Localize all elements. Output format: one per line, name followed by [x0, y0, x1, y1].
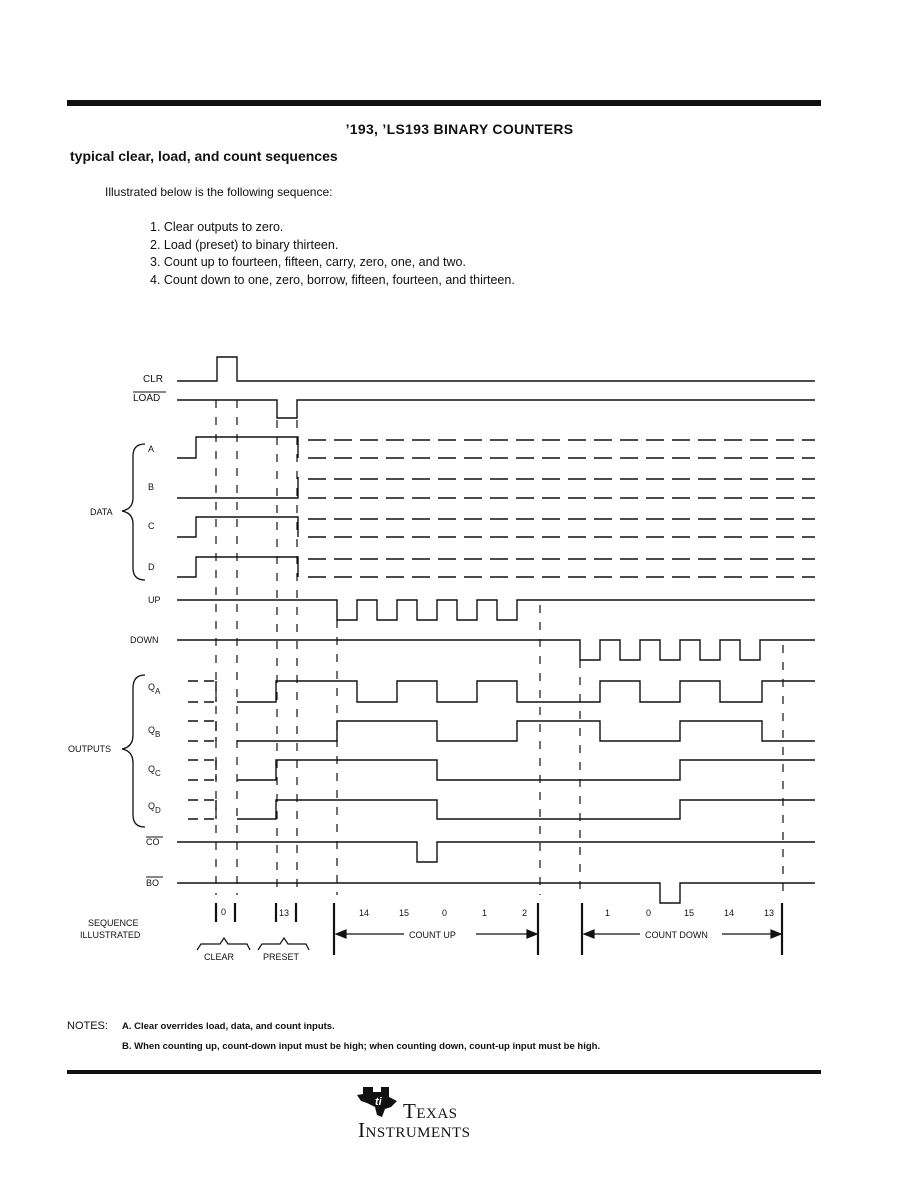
- sequence-bars: [214, 903, 784, 955]
- data-b-wave: [177, 477, 299, 499]
- count-down-value: 14: [724, 908, 734, 918]
- note-b: B. When counting up, count-down input mu…: [122, 1041, 601, 1052]
- data-group-label: DATA: [90, 507, 113, 517]
- co-wave: [177, 841, 815, 863]
- texas-instruments-logo: ti Texas Instruments: [355, 1085, 520, 1145]
- step-item: 2. Load (preset) to binary thirteen.: [150, 237, 339, 252]
- phase-brackets: [196, 936, 310, 951]
- qc-label: QC: [148, 764, 161, 778]
- qa-wave: [237, 680, 815, 703]
- data-a-label: A: [148, 444, 154, 454]
- qb-label: QB: [148, 725, 160, 739]
- logo-line1: Texas: [403, 1099, 458, 1123]
- sequence-label: SEQUENCE: [88, 918, 139, 928]
- data-d-wave: [177, 556, 299, 578]
- preset-label: PRESET: [263, 952, 300, 962]
- ti-state-icon: ti: [357, 1087, 397, 1117]
- count-down-label: COUNT DOWN: [645, 930, 708, 940]
- qa-label: QA: [148, 682, 161, 696]
- load-wave: [177, 399, 815, 419]
- load-label: LOAD: [133, 393, 160, 404]
- step-item: 3. Count up to fourteen, fifteen, carry,…: [150, 255, 466, 269]
- down-wave: [177, 639, 815, 661]
- count-up-value: 14: [359, 908, 369, 918]
- data-dont-care: [308, 439, 815, 578]
- data-a-wave: [177, 436, 299, 459]
- outputs-group-label: OUTPUTS: [68, 744, 111, 754]
- data-d-label: D: [148, 562, 155, 572]
- page-title: ’193, ’LS193 BINARY COUNTERS: [345, 121, 574, 137]
- count-down-value: 15: [684, 908, 694, 918]
- notes-label: NOTES:: [67, 1020, 108, 1032]
- co-label: CO: [146, 837, 160, 847]
- bottom-rule: [67, 1070, 821, 1074]
- note-a: A. Clear overrides load, data, and count…: [122, 1021, 335, 1032]
- illustrated-label: ILLUSTRATED: [80, 930, 141, 940]
- step-item: 4. Count down to one, zero, borrow, fift…: [150, 272, 515, 287]
- qc-wave: [237, 759, 815, 781]
- initial-dashes: [188, 680, 217, 820]
- up-wave: [177, 599, 815, 621]
- count-up-value: 0: [442, 908, 447, 918]
- down-label: DOWN: [130, 635, 159, 645]
- qb-wave: [237, 720, 815, 742]
- overbars: [133, 391, 166, 878]
- count-up-label: COUNT UP: [409, 930, 456, 940]
- count-down-value: 0: [646, 908, 651, 918]
- bo-label: BO: [146, 878, 159, 888]
- sequence-steps: 1. Clear outputs to zero. 2. Load (prese…: [150, 219, 515, 289]
- count-down-value: 13: [764, 908, 774, 918]
- data-c-label: C: [148, 521, 155, 531]
- bo-wave: [177, 882, 815, 904]
- count-up-value: 1: [482, 908, 487, 918]
- qd-wave: [237, 799, 815, 820]
- step-item: 1. Clear outputs to zero.: [150, 220, 284, 234]
- timing-guides: [215, 400, 784, 895]
- up-label: UP: [148, 595, 161, 605]
- top-rule: [67, 100, 821, 106]
- waveforms: [177, 356, 815, 904]
- braces: [121, 443, 146, 828]
- intro-text: Illustrated below is the following seque…: [105, 185, 333, 199]
- clear-label: CLEAR: [204, 952, 235, 962]
- count-up-value: 2: [522, 908, 527, 918]
- clear-value: 0: [221, 907, 226, 917]
- svg-text:ti: ti: [375, 1096, 383, 1108]
- qd-label: QD: [148, 801, 161, 815]
- timing-diagram: CLR LOAD A B C D DATA UP DOWN QA QB QC Q…: [68, 356, 815, 962]
- section-heading: typical clear, load, and count sequences: [70, 148, 338, 164]
- clr-wave: [177, 356, 815, 382]
- data-c-wave: [177, 516, 299, 538]
- count-down-value: 1: [605, 908, 610, 918]
- logo-line2: Instruments: [358, 1118, 471, 1142]
- data-b-label: B: [148, 482, 154, 492]
- clr-label: CLR: [143, 374, 163, 385]
- count-up-value: 15: [399, 908, 409, 918]
- count-arrows: [334, 929, 783, 939]
- preset-value: 13: [279, 908, 289, 918]
